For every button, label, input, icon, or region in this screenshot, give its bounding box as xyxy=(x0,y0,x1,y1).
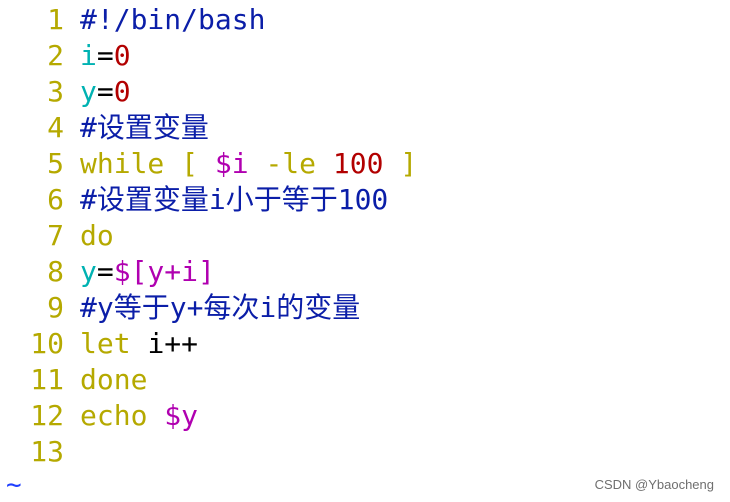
code-token-op: = xyxy=(96,39,114,72)
line-code: y=$[y+i] xyxy=(80,254,215,290)
code-token-var: y xyxy=(80,75,97,108)
code-token-keyword: -le xyxy=(248,147,333,180)
code-line[interactable]: 5 while [ $i -le 100 ] xyxy=(0,146,730,182)
line-code: #!/bin/bash xyxy=(80,2,265,38)
code-line[interactable]: 9 #y等于y+每次i的变量 xyxy=(0,290,730,326)
code-line[interactable]: 11 done xyxy=(0,362,730,398)
code-token-var: y xyxy=(80,255,97,288)
code-token-comment: #!/bin/bash xyxy=(80,3,266,36)
code-token-op: = xyxy=(96,255,114,288)
line-number: 9 xyxy=(47,291,64,324)
line-code: let i++ xyxy=(80,326,198,362)
end-of-buffer-marker: ~ xyxy=(6,470,22,500)
code-token-plain xyxy=(131,327,148,360)
code-token-comment: #设置变量i小于等于100 xyxy=(80,183,389,216)
code-token-keyword: let xyxy=(80,327,131,360)
line-number: 7 xyxy=(47,219,64,252)
line-number: 10 xyxy=(30,327,64,360)
code-token-keyword: do xyxy=(80,219,114,252)
line-number: 13 xyxy=(30,435,64,468)
code-line[interactable]: 13 xyxy=(0,434,730,470)
code-line[interactable]: 1 #!/bin/bash xyxy=(0,2,730,38)
line-number: 1 xyxy=(47,3,64,36)
line-number: 8 xyxy=(47,255,64,288)
line-number: 2 xyxy=(47,39,64,72)
line-number: 5 xyxy=(47,147,64,180)
code-token-keyword: while xyxy=(80,147,165,180)
code-token-keyword: [ xyxy=(164,147,215,180)
code-line[interactable]: 10 let i++ xyxy=(0,326,730,362)
code-token-plain xyxy=(147,399,164,432)
code-token-var: i xyxy=(80,39,97,72)
line-number: 12 xyxy=(30,399,64,432)
code-token-comment: #y等于y+每次i的变量 xyxy=(80,291,361,324)
line-code: do xyxy=(80,218,114,254)
code-token-number: 0 xyxy=(113,39,131,72)
code-token-op: = xyxy=(96,75,114,108)
code-token-number: 100 xyxy=(332,147,384,180)
code-token-keyword: echo xyxy=(80,399,148,432)
line-code: #设置变量i小于等于100 xyxy=(80,182,388,218)
code-token-plain: i++ xyxy=(147,327,199,360)
code-token-expand: $y xyxy=(164,399,199,432)
code-token-expand: $i xyxy=(214,147,249,180)
line-number: 11 xyxy=(30,363,64,396)
code-line[interactable]: 12 echo $y xyxy=(0,398,730,434)
line-code: echo $y xyxy=(80,398,198,434)
watermark: CSDN @Ybaocheng xyxy=(594,477,714,492)
line-code: done xyxy=(80,362,147,398)
line-code: #y等于y+每次i的变量 xyxy=(80,290,360,326)
code-line[interactable]: 4 #设置变量 xyxy=(0,110,730,146)
code-token-keyword: ] xyxy=(383,147,418,180)
code-line[interactable]: 6 #设置变量i小于等于100 xyxy=(0,182,730,218)
line-code: while [ $i -le 100 ] xyxy=(80,146,417,182)
line-code: #设置变量 xyxy=(80,110,209,146)
code-token-keyword: done xyxy=(80,363,148,396)
line-code: y=0 xyxy=(80,74,131,110)
code-token-number: 0 xyxy=(113,75,131,108)
code-token-expand: $[y+i] xyxy=(113,255,215,288)
line-number: 6 xyxy=(47,183,64,216)
line-number: 4 xyxy=(47,111,64,144)
code-line[interactable]: 7 do xyxy=(0,218,730,254)
line-code: i=0 xyxy=(80,38,131,74)
line-number: 3 xyxy=(47,75,64,108)
code-token-comment: #设置变量 xyxy=(80,111,209,144)
